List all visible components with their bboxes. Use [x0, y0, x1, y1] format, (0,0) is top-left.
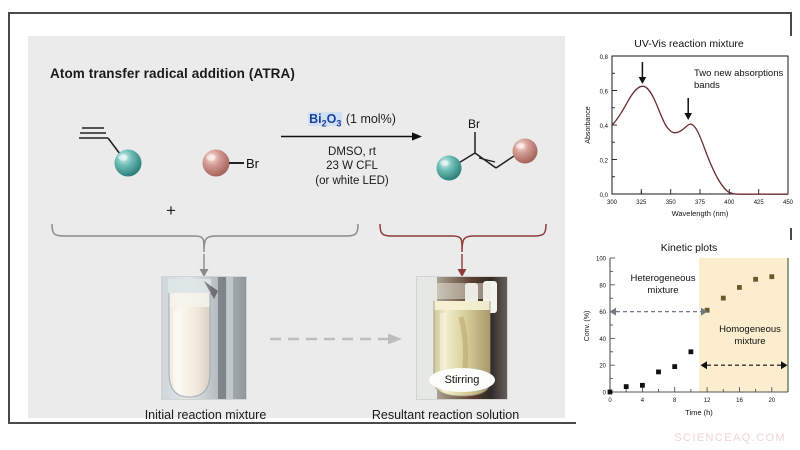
brace-right-icon [379, 223, 547, 253]
stirring-badge: Stirring [429, 368, 495, 392]
scheme-panel: Atom transfer radical addition (ATRA) [28, 36, 565, 422]
product-structure: Br [432, 106, 552, 197]
heterogeneous-label: Heterogeneous mixture [630, 273, 696, 296]
condition-line-2: 23 W CFL [326, 160, 378, 172]
svg-text:100: 100 [596, 257, 607, 263]
caption-resultant-solution: Resultant reaction solution [371, 408, 520, 422]
figure-frame: Atom transfer radical addition (ATRA) [8, 12, 800, 430]
scheme-title: Atom transfer radical addition (ATRA) [50, 66, 295, 81]
kinetic-xlabel: Time (h) [685, 408, 713, 417]
product-bromine-label: Br [468, 117, 480, 131]
brace-left-icon [51, 223, 359, 253]
uv-vis-annotation: Two new absorptions bands [694, 68, 784, 91]
svg-text:0: 0 [608, 398, 612, 404]
svg-text:450: 450 [783, 200, 794, 206]
brace-group [28, 222, 565, 256]
uv-vis-plot-area: 0,0 0,2 0,4 0,6 0,8 300 325 350 375 400 … [585, 55, 794, 218]
heterogeneous-arrow-icon [609, 307, 708, 316]
reaction-scheme: + Br [28, 98, 565, 220]
uv-vis-chart: UV-Vis reaction mixture [576, 36, 800, 228]
svg-text:0,4: 0,4 [600, 124, 609, 130]
uv-vis-chart-title: UV-Vis reaction mixture [634, 38, 744, 50]
plus-sign: + [166, 201, 176, 220]
reaction-arrow-icon [281, 131, 422, 141]
catalyst-label: Bi2O3 (1 mol%) [308, 112, 396, 129]
svg-text:12: 12 [704, 398, 711, 404]
kinetic-ylabel: Conv. (%) [584, 311, 591, 342]
svg-text:300: 300 [607, 200, 618, 206]
svg-text:80: 80 [599, 283, 606, 289]
homogeneous-arrow-icon [700, 361, 788, 370]
svg-text:0,8: 0,8 [600, 55, 609, 61]
svg-text:4: 4 [641, 398, 645, 404]
watermark: SCIENCEAQ.COM [674, 432, 786, 444]
svg-text:0: 0 [603, 391, 607, 397]
uv-vis-curve [611, 85, 788, 195]
svg-text:400: 400 [724, 200, 735, 206]
bromide-reactant-structure: Br [200, 140, 278, 191]
homogeneous-label: Homogeneous mixture [719, 324, 781, 347]
peak-arrow-2-icon [684, 98, 692, 120]
photo-initial-mixture [161, 276, 247, 400]
kinetic-chart-title: Kinetic plots [660, 242, 718, 254]
brace-connector-arrows [199, 254, 467, 277]
homogeneous-shaded-region [699, 258, 788, 392]
svg-text:0,2: 0,2 [600, 159, 609, 165]
svg-text:16: 16 [736, 398, 743, 404]
caption-initial-mixture: Initial reaction mixture [144, 408, 267, 422]
reaction-arrow-block: Bi2O3 (1 mol%) DMSO, rt 23 W CFL (or whi… [276, 112, 428, 188]
bromide-label: Br [246, 156, 260, 171]
condition-line-1: DMSO, rt [328, 145, 376, 158]
alkyne-reactant-structure [64, 116, 159, 201]
svg-text:20: 20 [768, 398, 775, 404]
svg-text:40: 40 [599, 337, 606, 343]
kinetic-plot-area: 0 20 40 60 80 100 0 4 8 12 16 20 Time (h… [584, 257, 789, 417]
svg-text:0,6: 0,6 [600, 90, 609, 96]
transition-arrow-icon [270, 333, 402, 345]
svg-text:60: 60 [599, 310, 606, 316]
svg-text:375: 375 [695, 200, 706, 206]
kinetic-data-points [607, 274, 775, 395]
uv-vis-xlabel: Wavelength (nm) [672, 209, 729, 218]
condition-line-3: (or white LED) [315, 174, 389, 187]
peak-arrow-1-icon [638, 62, 647, 84]
stirring-label: Stirring [444, 374, 480, 386]
svg-text:325: 325 [636, 200, 647, 206]
uv-vis-ylabel: Absorbance [585, 106, 592, 143]
svg-text:8: 8 [673, 398, 677, 404]
kinetic-chart: Kinetic plots [576, 240, 800, 430]
photo-resultant-solution: Stirring [416, 276, 508, 400]
svg-text:350: 350 [666, 200, 677, 206]
svg-text:425: 425 [754, 200, 765, 206]
svg-text:20: 20 [599, 364, 606, 370]
svg-text:0,0: 0,0 [600, 193, 609, 199]
